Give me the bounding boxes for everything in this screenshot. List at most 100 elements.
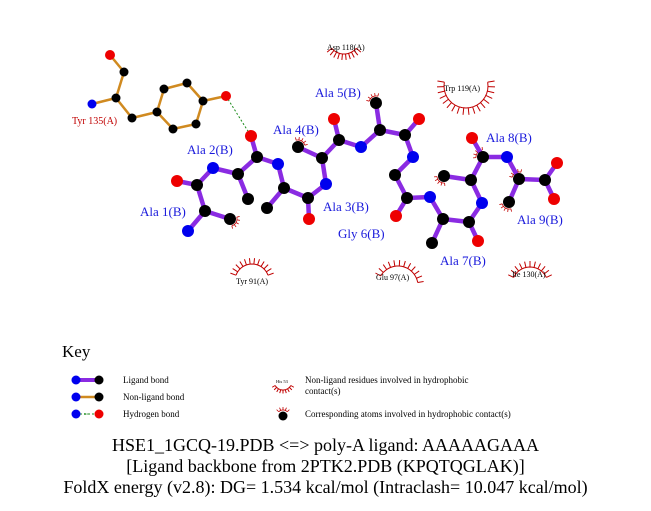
residue-label-ala9: Ala 9(B)	[517, 212, 563, 227]
residue-label-gly6: Gly 6(B)	[338, 226, 385, 241]
hydrophobic-arc-ile130	[508, 261, 552, 278]
carbon-atom	[251, 151, 263, 163]
nitrogen-atom	[87, 99, 97, 109]
key-hydrogen-bond: 3.0 Hydrogen bond	[71, 409, 180, 419]
nitrogen-atom	[320, 178, 332, 190]
oxygen-atom	[390, 210, 402, 222]
carbon-atom	[316, 152, 328, 164]
residue-label-ala5: Ala 5(B)	[315, 85, 361, 100]
carbon-atom	[292, 141, 304, 153]
caption-line-1: HSE1_1GCQ-19.PDB <=> poly-A ligand: AAAA…	[112, 435, 539, 455]
carbon-atom	[111, 93, 121, 103]
hydrophobic-atom-contact	[231, 216, 240, 229]
oxygen-atom	[466, 132, 478, 144]
residue-label-ala8: Ala 8(B)	[486, 130, 532, 145]
key-hydrophobic-atom: Corresponding atoms involved in hydropho…	[276, 407, 511, 421]
carbon-atom	[503, 196, 515, 208]
carbon-atom	[463, 216, 475, 228]
svg-text:contact(s): contact(s)	[305, 386, 340, 396]
hydrophobic-atom-contact	[499, 203, 512, 212]
hydrophobic-arc-asp118	[326, 47, 362, 60]
carbon-atom	[399, 129, 411, 141]
oxygen-atom	[221, 91, 231, 101]
carbon-atom	[370, 97, 382, 109]
residue-label-ala1: Ala 1(B)	[140, 204, 186, 219]
carbon-atom	[539, 174, 551, 186]
non-ligand-bond	[114, 71, 126, 99]
carbon-atom	[426, 237, 438, 249]
residue-label-glu97: Glu 97(A)	[376, 273, 409, 282]
hydrophobic-arc-icon	[271, 385, 295, 394]
oxygen-atom	[303, 213, 315, 225]
residue-label-tyr91: Tyr 91(A)	[236, 277, 268, 286]
oxygen-atom	[245, 130, 257, 142]
hydrophobic-atom-contact	[366, 93, 379, 102]
carbon-atom	[159, 84, 169, 94]
carbon-atom	[513, 173, 525, 185]
carbon-atom	[191, 179, 203, 191]
svg-text:Non-ligand residues involved i: Non-ligand residues involved in hydropho…	[305, 375, 468, 385]
hydrophobic-arc-glu97	[375, 260, 424, 284]
residue-label-ala4: Ala 4(B)	[273, 122, 319, 137]
caption-line-2: [Ligand backbone from 2PTK2.PDB (KPQTQGL…	[126, 456, 525, 476]
carbon-atom	[232, 168, 244, 180]
residue-label-ala3: Ala 3(B)	[323, 199, 369, 214]
carbon-atom	[278, 182, 290, 194]
carbon-atom	[199, 205, 211, 217]
nitrogen-atom	[501, 151, 513, 163]
oxygen-atom	[328, 113, 340, 125]
key-ligand-bond: Ligand bond	[71, 375, 169, 385]
hydrophobic-arc-trp119	[436, 80, 496, 115]
carbon-atom	[302, 192, 314, 204]
nitrogen-atom	[207, 162, 219, 174]
carbon-atom	[438, 170, 450, 182]
oxygen-atom	[548, 193, 560, 205]
carbon-atom	[437, 213, 449, 225]
nitrogen-atom	[424, 191, 436, 203]
oxygen-atom	[551, 157, 563, 169]
oxygen-atom	[472, 235, 484, 247]
nitrogen-atom	[182, 225, 194, 237]
svg-text:3.0: 3.0	[84, 412, 89, 416]
key-title: Key	[62, 342, 91, 361]
residue-label-ile130: Ile 130(A)	[512, 270, 546, 279]
hydrophobic-atom-icon	[276, 407, 290, 413]
hydrophobic-arc-tyr91	[230, 258, 274, 276]
hydrogen-bond	[225, 95, 252, 137]
oxygen-atom	[171, 175, 183, 187]
carbon-atom	[182, 78, 192, 88]
carbon-atom	[191, 119, 201, 129]
nitrogen-atom	[272, 158, 284, 170]
svg-text:Non-ligand bond: Non-ligand bond	[123, 392, 185, 402]
residue-label-ala2: Ala 2(B)	[187, 142, 233, 157]
svg-text:Hydrogen bond: Hydrogen bond	[123, 409, 180, 419]
carbon-atom	[242, 193, 254, 205]
carbon-atom	[477, 151, 489, 163]
residue-label-ala7: Ala 7(B)	[440, 253, 486, 268]
carbon-atom	[333, 134, 345, 146]
carbon-atom	[261, 202, 273, 214]
carbon-atom	[119, 67, 129, 77]
nitrogen-atom	[476, 197, 488, 209]
nitrogen-atom	[407, 151, 419, 163]
oxygen-atom	[105, 50, 115, 60]
residue-label-trp119: Trp 119(A)	[444, 84, 480, 93]
carbon-atom	[224, 213, 236, 225]
svg-text:Corresponding atoms involved i: Corresponding atoms involved in hydropho…	[305, 409, 511, 419]
nitrogen-atom	[355, 141, 367, 153]
residue-label-asp118: Asp 118(A)	[327, 43, 365, 52]
svg-text:His 53: His 53	[276, 379, 289, 384]
svg-text:Ligand bond: Ligand bond	[123, 375, 169, 385]
hydrophobic-atom-contact	[295, 137, 308, 146]
carbon-atom	[389, 169, 401, 181]
carbon-atom	[168, 124, 178, 134]
key-hydrophobic-residue: His 53 Non-ligand residues involved in h…	[271, 375, 468, 396]
hydrophobic-atom-contact	[434, 176, 446, 186]
key-non-ligand-bond: Non-ligand bond	[71, 392, 185, 402]
carbon-atom	[127, 113, 137, 123]
carbon-atom	[465, 174, 477, 186]
carbon-atom	[374, 124, 386, 136]
residue-label-tyr135: Tyr 135(A)	[72, 116, 117, 127]
